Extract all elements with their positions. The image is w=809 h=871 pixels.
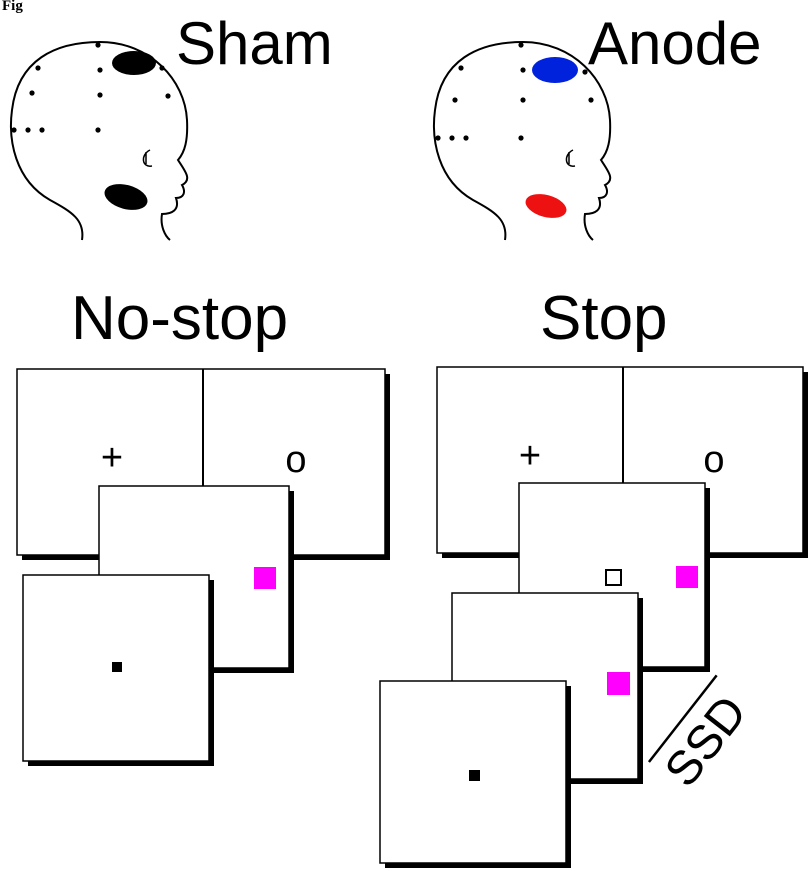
sham-head-diagram (10, 40, 189, 241)
ear-icon (565, 149, 576, 167)
anode-label: Anode (588, 10, 762, 77)
stop-trial-sequence: + o SSD (379, 366, 808, 868)
sham-electrode-cheek (104, 184, 148, 210)
fixation-cross: + (101, 437, 123, 479)
response-target-symbol: o (703, 439, 724, 481)
fixation-dot (112, 662, 122, 672)
anode-head-diagram (433, 40, 612, 241)
ssd-label: SSD (655, 686, 758, 796)
fixation-cross: + (519, 435, 541, 477)
cathode-electrode-cheek (525, 194, 567, 218)
target-square (254, 567, 276, 589)
response-target-symbol: o (285, 439, 306, 481)
sham-electrode-top (112, 51, 156, 75)
stop-label: Stop (540, 284, 668, 353)
anode-electrode-top (532, 57, 578, 83)
eeg-electrode-dots (11, 42, 171, 133)
target-square (676, 566, 698, 588)
ssd-overline (647, 674, 718, 763)
fixation-dot (469, 770, 480, 781)
head-outline (433, 40, 612, 241)
ssd-annotation: SSD (647, 674, 758, 797)
target-square (607, 672, 630, 695)
figure-label: Fig (2, 0, 23, 14)
head-outline (10, 40, 189, 241)
no-stop-label: No-stop (71, 284, 288, 353)
no-stop-trial-sequence: + o (16, 368, 390, 766)
eeg-electrode-dots (435, 42, 594, 141)
stop-signal-square (605, 569, 622, 586)
sham-label: Sham (176, 10, 333, 77)
ear-icon (142, 149, 153, 167)
